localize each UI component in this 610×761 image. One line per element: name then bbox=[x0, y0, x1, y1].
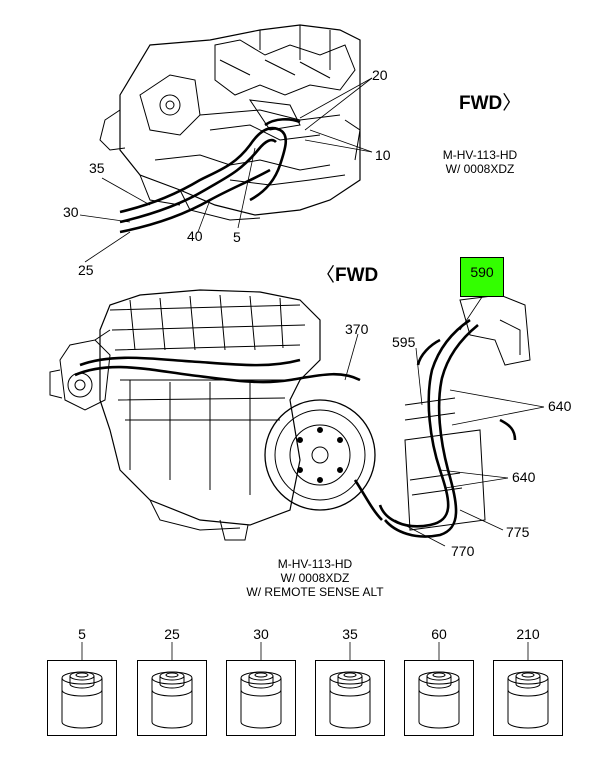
canister-icon bbox=[151, 671, 193, 729]
callout-770: 770 bbox=[451, 543, 475, 559]
callout-775: 775 bbox=[506, 524, 530, 540]
canister-icon bbox=[507, 671, 549, 729]
callout-20: 20 bbox=[372, 67, 388, 83]
callout-25: 25 bbox=[78, 262, 94, 278]
top-caption: M-HV-113-HD W/ 0008XDZ bbox=[442, 148, 518, 176]
canister-icon bbox=[240, 671, 282, 729]
canister-drawings bbox=[61, 671, 549, 729]
kit-label-60: 60 bbox=[431, 626, 447, 642]
bottom-engine-drawing bbox=[49, 289, 531, 541]
kit-item-35[interactable] bbox=[315, 660, 385, 736]
kit-item-210[interactable] bbox=[493, 660, 563, 736]
kit-label-30: 30 bbox=[253, 626, 269, 642]
canister-icon bbox=[61, 671, 103, 729]
callout-370: 370 bbox=[345, 321, 369, 337]
callout-640-lower: 640 bbox=[512, 469, 536, 485]
callout-10: 10 bbox=[375, 147, 391, 163]
kit-label-210: 210 bbox=[516, 626, 540, 642]
kit-label-5: 5 bbox=[78, 626, 86, 642]
callout-40: 40 bbox=[187, 228, 203, 244]
callout-5: 5 bbox=[233, 229, 241, 245]
kit-item-5[interactable] bbox=[47, 660, 117, 736]
callout-30: 30 bbox=[63, 204, 79, 220]
kit-leaders bbox=[81, 642, 529, 660]
kit-item-30[interactable] bbox=[226, 660, 296, 736]
kit-label-35: 35 bbox=[342, 626, 358, 642]
callout-35: 35 bbox=[89, 160, 105, 176]
bottom-leaders bbox=[344, 296, 545, 547]
highlighted-callout-590[interactable]: 590 bbox=[460, 257, 504, 297]
kit-item-60[interactable] bbox=[404, 660, 474, 736]
bottom-fwd-indicator: 〈FWD bbox=[316, 265, 379, 286]
top-fwd-indicator: FWD〉 bbox=[459, 93, 522, 114]
top-leaders bbox=[79, 77, 373, 263]
kit-label-25: 25 bbox=[164, 626, 180, 642]
callout-640-upper: 640 bbox=[548, 398, 572, 414]
bottom-caption: M-HV-113-HD W/ 0008XDZ W/ REMOTE SENSE A… bbox=[246, 557, 384, 599]
kit-item-25[interactable] bbox=[137, 660, 207, 736]
canister-icon bbox=[329, 671, 371, 729]
callout-595: 595 bbox=[392, 334, 416, 350]
canister-icon bbox=[418, 671, 460, 729]
